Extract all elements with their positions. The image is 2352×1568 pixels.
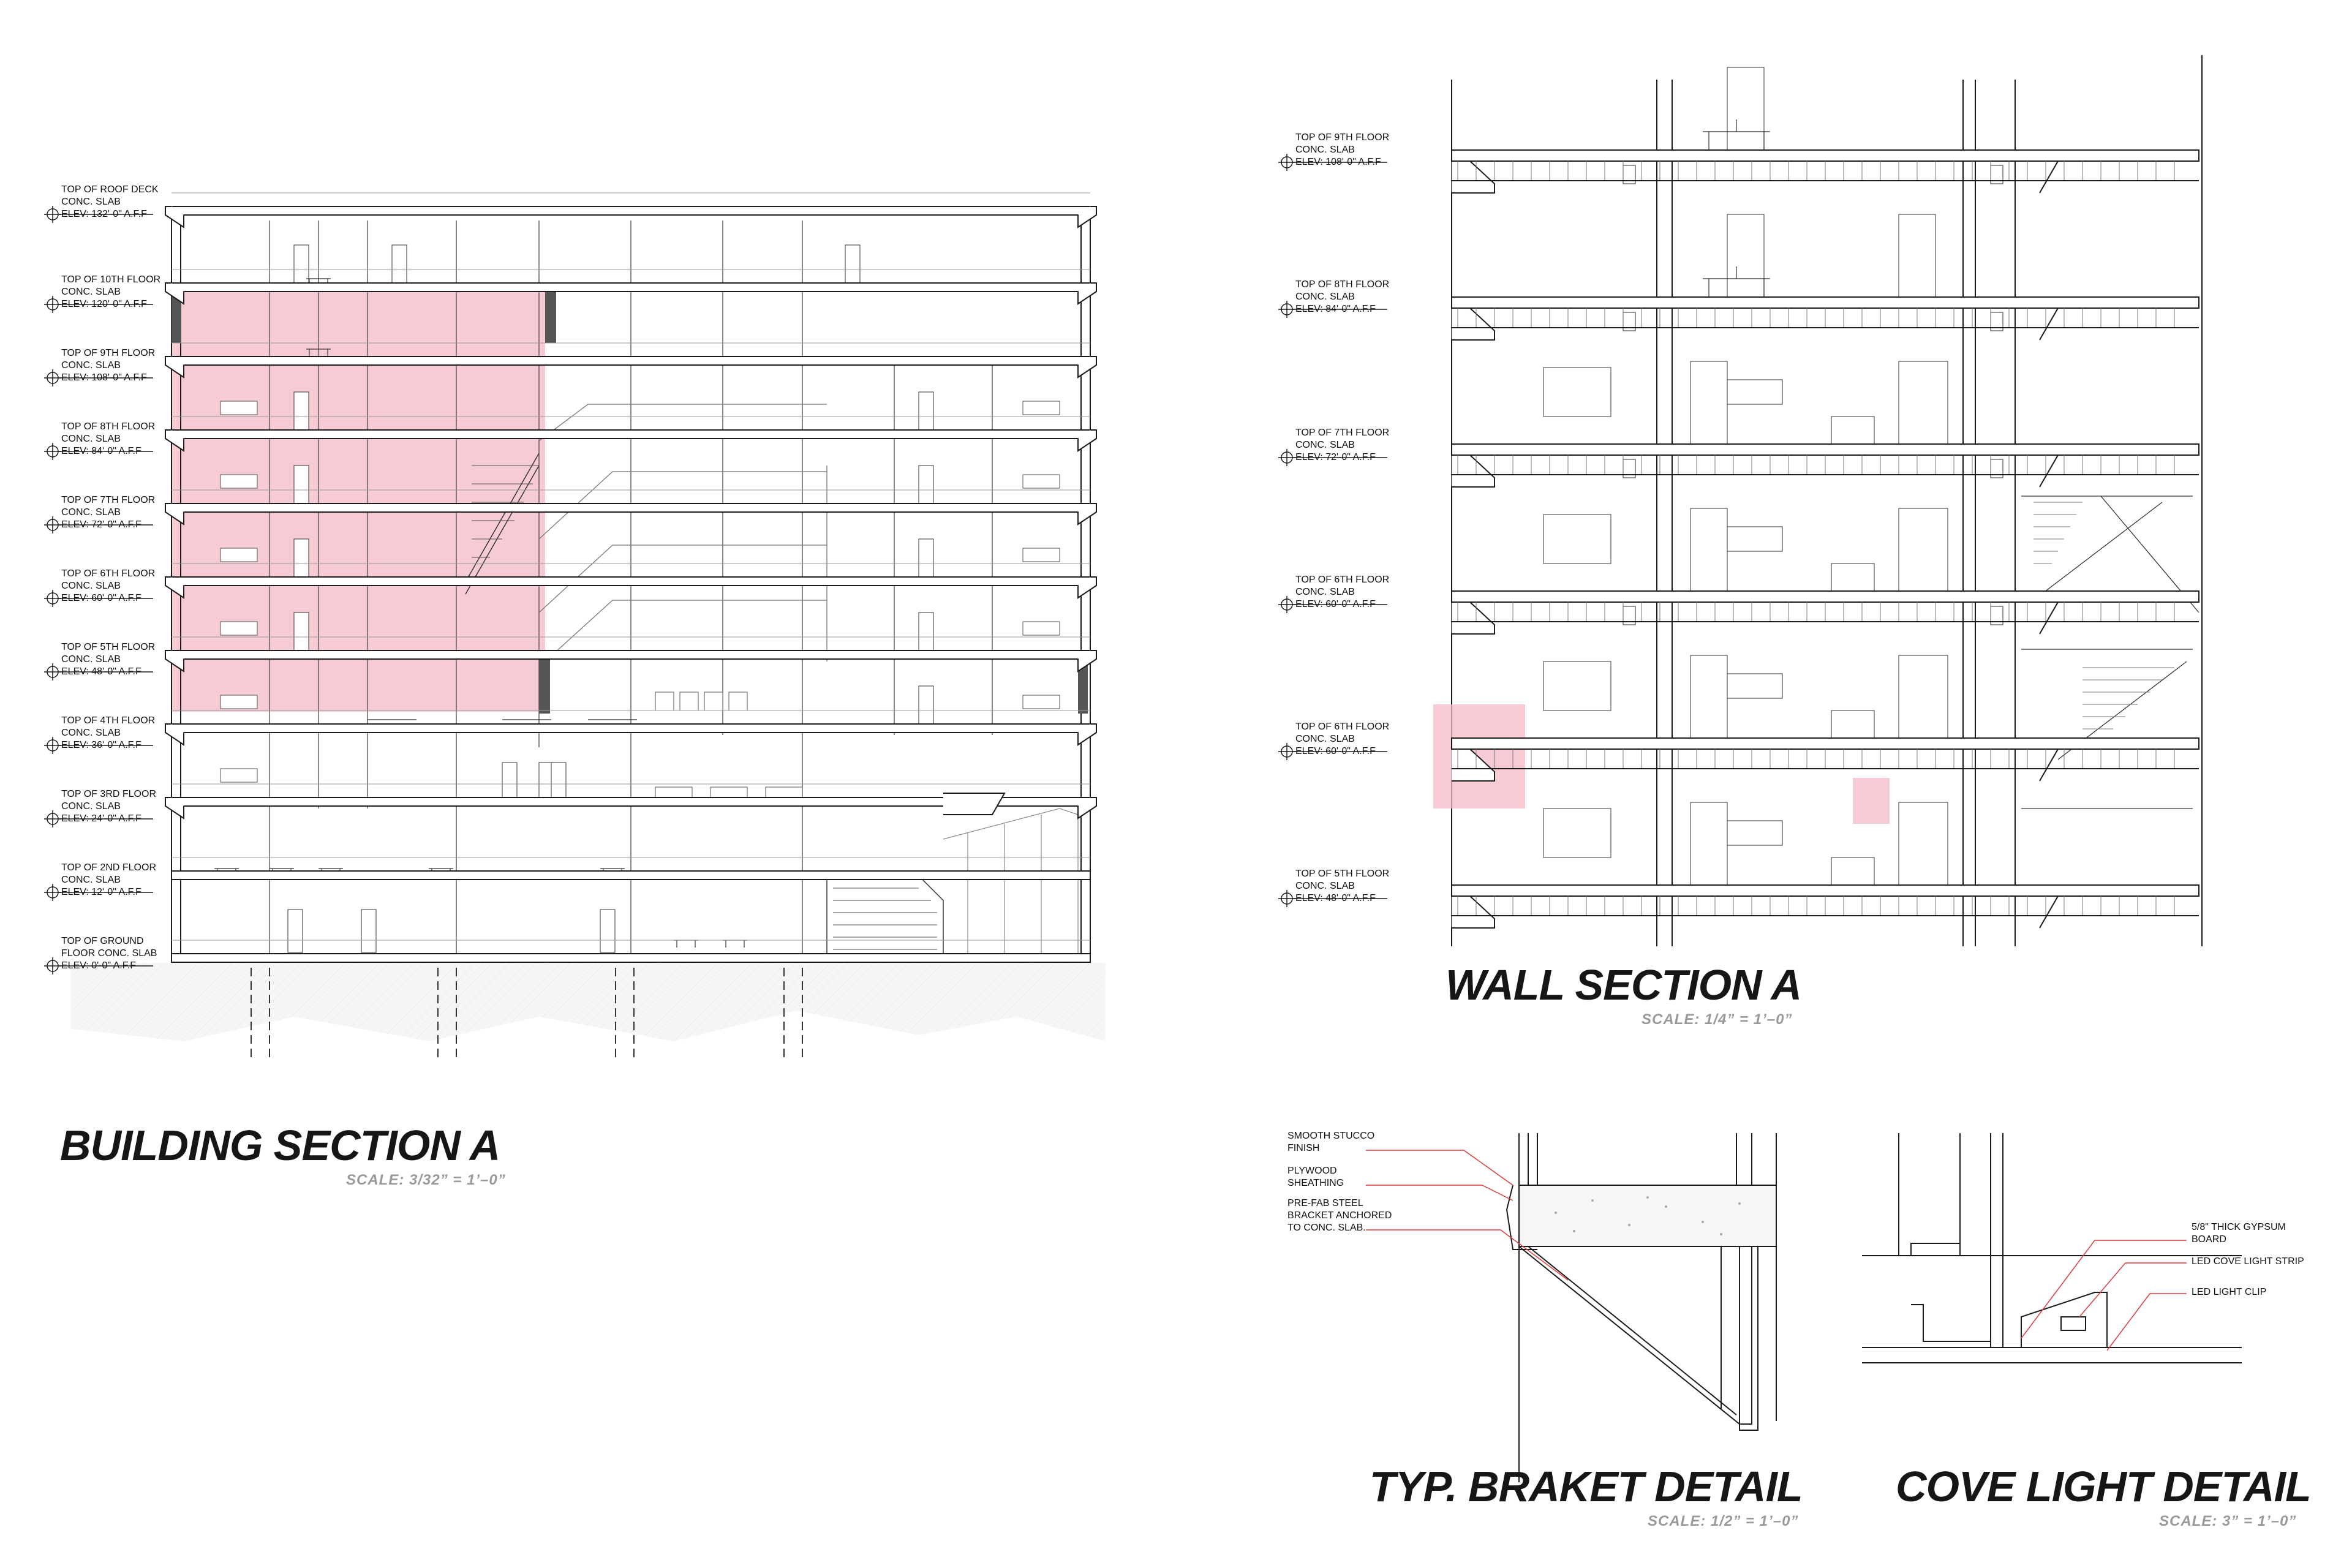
slab (165, 269, 1097, 305)
slab (171, 940, 1091, 963)
note-led-clip: LED LIGHT CLIP (2192, 1287, 2267, 1297)
highlight-zone (172, 289, 545, 712)
building-level-markers (44, 206, 153, 974)
building-section-title: BUILDING SECTION A (60, 1121, 500, 1169)
bracket-detail-drawing (1506, 1133, 1777, 1482)
wall-slab (1451, 590, 2199, 635)
bracket-leaders (1366, 1150, 1569, 1281)
wall-slab (1451, 443, 2199, 488)
slab (165, 192, 1097, 228)
wall-section-title: WALL SECTION A (1446, 961, 1802, 1009)
floor-slabs (165, 192, 1097, 963)
bracket-detail-scale: SCALE: 1/2” = 1’–0” (1648, 1513, 1799, 1529)
wall-slab (1451, 296, 2199, 341)
cove-detail-drawing (1862, 1133, 2242, 1363)
piles (251, 968, 803, 1060)
wall-slab (1451, 884, 2199, 929)
wall-section-drawing (1433, 55, 2203, 946)
building-section-drawing (70, 192, 1106, 1060)
slab (165, 710, 1097, 746)
note-led-strip: LED COVE LIGHT STRIP (2192, 1256, 2304, 1267)
wall-floor-slabs (1451, 149, 2199, 929)
slab (165, 489, 1097, 526)
stair (465, 453, 944, 956)
wall-slab (1451, 737, 2199, 782)
bracket-detail-title: TYP. BRAKET DETAIL (1370, 1463, 1803, 1510)
cove-detail-title: COVE LIGHT DETAIL (1896, 1463, 2312, 1510)
wall-section-scale: SCALE: 1/4” = 1’–0” (1642, 1011, 1793, 1028)
slab (165, 416, 1097, 452)
wall-level-markers (1278, 154, 1387, 907)
cove-detail-scale: SCALE: 3” = 1’–0” (2159, 1513, 2297, 1529)
wall-slab (1451, 149, 2199, 194)
slab (165, 563, 1097, 599)
building-section-scale: SCALE: 3/32” = 1’–0” (346, 1172, 506, 1188)
slab (165, 342, 1097, 379)
slab (165, 783, 1097, 820)
highlight-zone (1433, 704, 1890, 824)
slab (165, 636, 1097, 673)
cove-leaders (2021, 1240, 2187, 1351)
slab (171, 857, 1091, 880)
